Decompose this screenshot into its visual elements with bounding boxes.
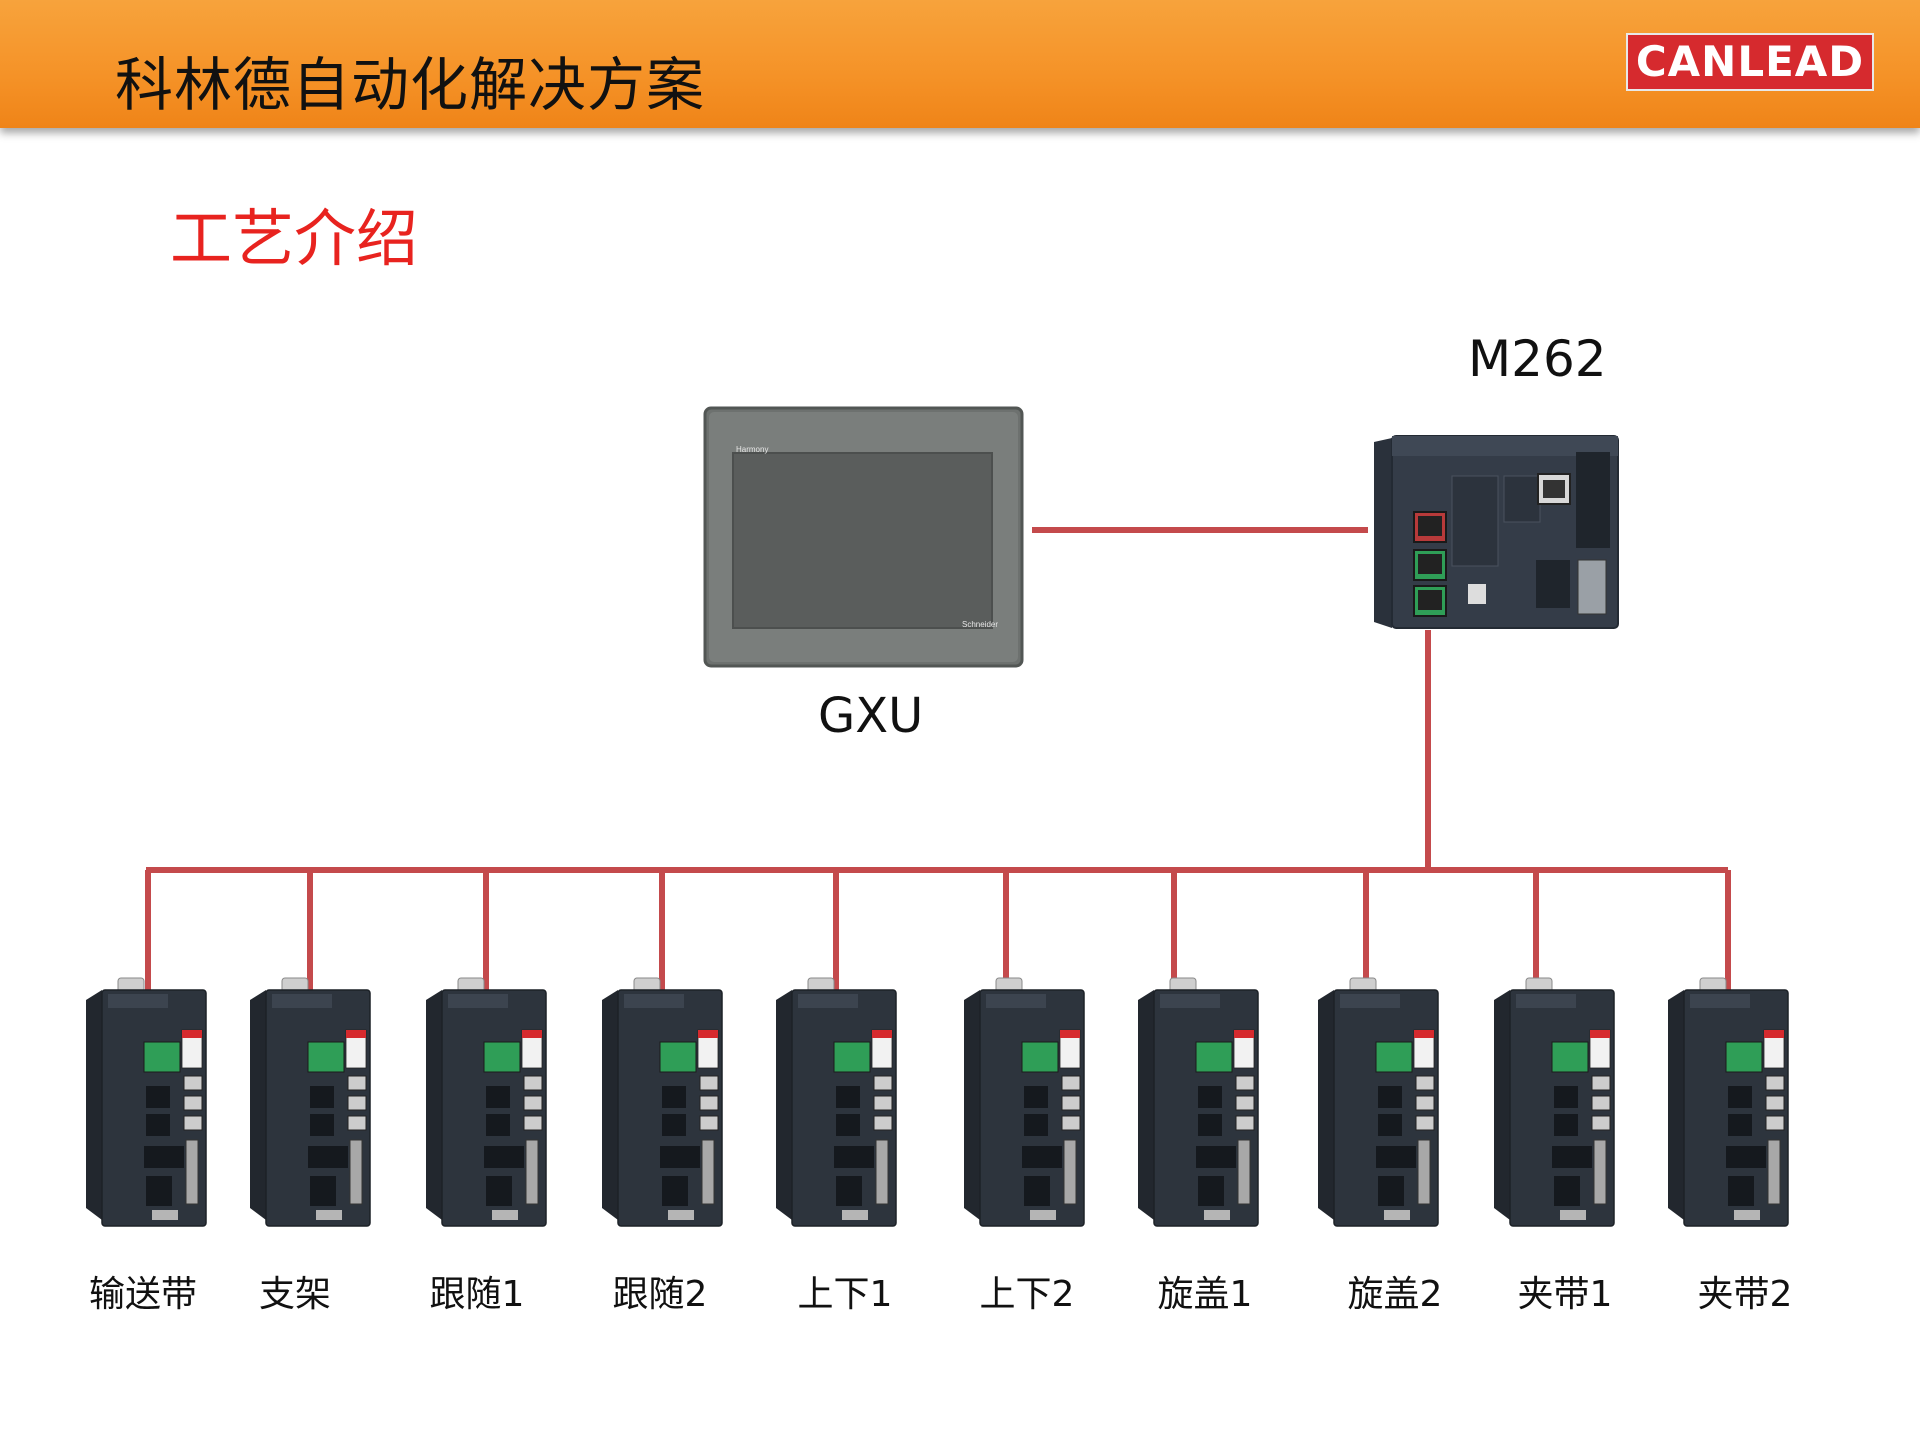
servo-drive-10 [1668, 977, 1789, 1227]
header-bar: 科林德自动化解决方案 CANLEAD [0, 0, 1920, 128]
drive-label: 旋盖1 [1157, 1274, 1253, 1315]
drive-label: 夹带1 [1517, 1274, 1613, 1315]
drive-drop-links [145, 870, 1731, 995]
servo-drive-1 [86, 977, 207, 1227]
m262-label: M262 [1468, 330, 1607, 388]
servo-drive-7 [1138, 977, 1259, 1227]
header-title: 科林德自动化解决方案 [115, 51, 706, 119]
servo-drive-6 [964, 977, 1085, 1227]
section-title: 工艺介绍 [170, 202, 419, 275]
canlead-logo: CANLEAD [1626, 33, 1874, 91]
hmi-maker-text: Schneider [962, 620, 998, 629]
servo-drive-5 [776, 977, 897, 1227]
servo-drive-4 [602, 977, 723, 1227]
hmi-panel: Harmony Schneider [703, 406, 1024, 668]
servo-drives [86, 977, 1789, 1227]
drive-label: 旋盖2 [1347, 1274, 1443, 1315]
gxu-label: GXU [818, 688, 924, 744]
network-links [145, 527, 1731, 995]
drive-label: 上下2 [979, 1274, 1075, 1315]
drive-label: 跟随2 [612, 1274, 708, 1315]
drive-label: 上下1 [797, 1274, 893, 1315]
plc-controller [1374, 435, 1619, 629]
servo-drive-9 [1494, 977, 1615, 1227]
drive-label: 支架 [258, 1274, 332, 1315]
servo-drive-8 [1318, 977, 1439, 1227]
servo-drive-3 [426, 977, 547, 1227]
drive-label: 夹带2 [1697, 1274, 1793, 1315]
hmi-brand-text: Harmony [736, 445, 768, 454]
drive-label: 跟随1 [429, 1274, 525, 1315]
servo-drive-2 [250, 977, 371, 1227]
drive-label: 输送带 [88, 1274, 198, 1315]
